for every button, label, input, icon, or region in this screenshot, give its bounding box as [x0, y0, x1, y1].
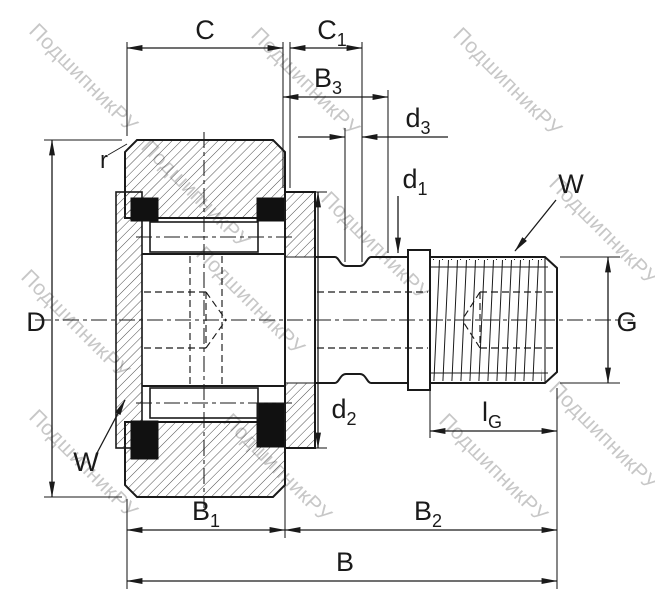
dim-label-d2: d2 [331, 394, 356, 429]
dimension-B1: B1 [126, 496, 286, 533]
dim-label-B3: B3 [314, 63, 342, 98]
watermark-text: ПодшипникРУ [544, 377, 655, 495]
dim-label-C1: C1 [317, 15, 347, 50]
dimension-d2: d2 [315, 191, 357, 449]
watermark-text: ПодшипникРУ [24, 19, 142, 137]
dim-label-G: G [616, 307, 637, 337]
dim-label-C: C [195, 15, 215, 45]
stud-shaft [315, 256, 408, 384]
watermark-text: ПодшипникРУ [316, 187, 434, 305]
dimension-C: C [126, 15, 284, 51]
dimension-lG: lG [429, 397, 558, 434]
dimension-B3: B3 [282, 63, 389, 100]
seal-top-right [256, 197, 285, 222]
dim-label-B: B [336, 547, 354, 577]
dimension-B2: B2 [284, 496, 558, 533]
dimension-d1: d1 [395, 164, 428, 254]
outer-ring [124, 139, 286, 498]
dim-label-d3: d3 [405, 103, 430, 138]
watermark-text: ПодшипникРУ [191, 242, 309, 360]
dimension-C1: C1 [289, 15, 363, 51]
dimension-B: B [126, 547, 558, 584]
label-r: r [100, 143, 128, 174]
dim-label-W-bottom: W [73, 447, 99, 477]
seal-top-left [130, 197, 159, 222]
watermark-text: ПодшипникРУ [448, 23, 566, 141]
stud-collar [284, 191, 316, 449]
dim-label-r: r [100, 147, 108, 174]
dim-label-d1: d1 [402, 164, 427, 199]
dimension-D: D [26, 139, 55, 498]
dimension-G: G [605, 256, 638, 384]
dim-label-B2: B2 [414, 496, 442, 531]
dim-label-B1: B1 [192, 496, 220, 531]
seal-bottom-left [130, 420, 159, 460]
hidden-lines [144, 256, 555, 384]
label-W-bottom: W [73, 399, 126, 477]
seal-bottom-right [256, 402, 285, 448]
dimension-d3: d3 [298, 103, 448, 140]
dim-label-lG: lG [482, 397, 502, 432]
centerlines [35, 132, 633, 508]
extension-lines [44, 42, 620, 589]
dim-label-D: D [26, 307, 46, 337]
dim-label-W-top: W [558, 169, 584, 199]
seals [130, 197, 285, 460]
label-W-top: W [514, 169, 584, 252]
